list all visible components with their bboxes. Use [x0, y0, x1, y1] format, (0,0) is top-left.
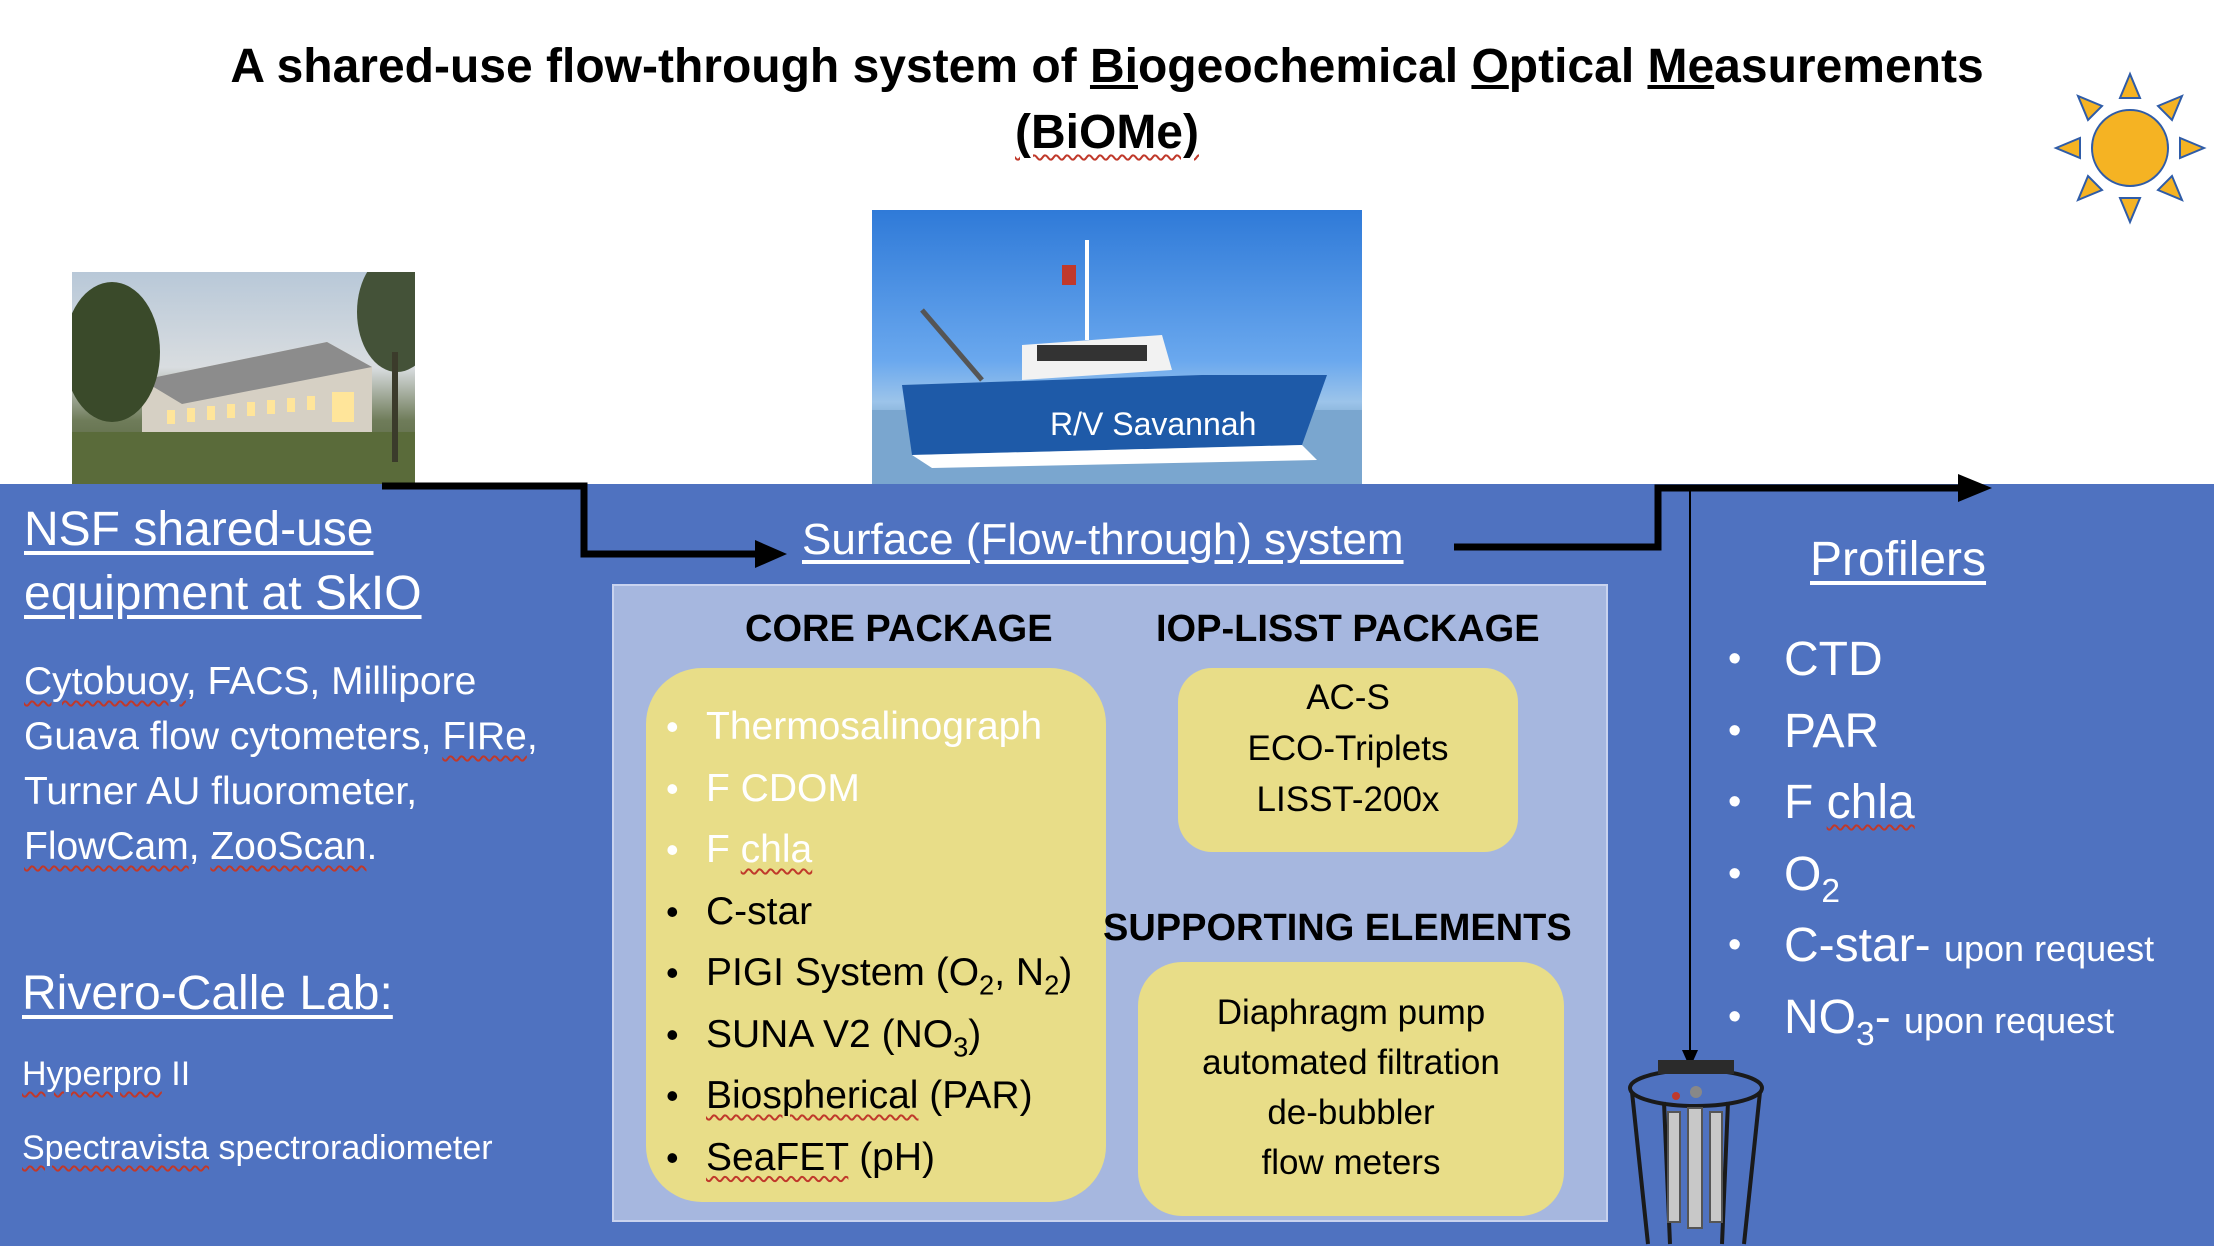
profiler-item-o2: O2	[1728, 839, 2154, 911]
profilers-heading: Profilers	[1810, 533, 1987, 586]
iop-item-lisst: LISST-200x	[1256, 780, 1440, 819]
profiler-item-ctd: CTD	[1728, 624, 2154, 696]
core-item-suna: SUNA V2 (NO3)	[652, 1004, 1072, 1066]
iop-package-box: AC-S ECO-Triplets LISST-200x	[1178, 668, 1518, 852]
page-title: A shared-use flow-through system of Biog…	[0, 34, 2214, 166]
nsf-equipment-text: Cytobuoy, FACS, Millipore Guava flow cyt…	[24, 660, 538, 868]
profiler-item-par: PAR	[1728, 696, 2154, 768]
iop-package-header: IOP-LISST PACKAGE	[1156, 608, 1540, 650]
system-title: Surface (Flow-through) system	[802, 515, 1404, 564]
profilers-list: CTD PAR F chla O2 C-star- upon request N…	[1728, 624, 2154, 1053]
iop-item-eco-triplets: ECO-Triplets	[1247, 729, 1449, 768]
profiler-item-cstar: C-star- upon request	[1728, 910, 2154, 982]
iop-item-acs: AC-S	[1306, 678, 1390, 717]
skio-building-photo	[72, 272, 415, 484]
core-item-thermosalinograph: Thermosalinograph	[652, 696, 1072, 758]
ship-label: R/V Savannah	[1050, 406, 1257, 442]
support-item-pump: Diaphragm pump	[1216, 993, 1486, 1032]
title-line-2: (BiOMe)	[1015, 106, 1199, 159]
support-item-flow-meters: flow meters	[1261, 1143, 1441, 1182]
core-package-box: Thermosalinograph F CDOM F chla C-star P…	[646, 668, 1106, 1202]
core-item-cstar: C-star	[652, 881, 1072, 943]
core-item-seafet: SeaFET (pH)	[652, 1127, 1072, 1189]
profiler-instrument-icon	[1628, 1060, 1764, 1245]
profiler-item-fchla: F chla	[1728, 767, 2154, 839]
core-list: Thermosalinograph F CDOM F chla C-star P…	[652, 696, 1072, 1188]
core-item-pigi: PIGI System (O2, N2)	[652, 942, 1072, 1004]
lab-item-hyperpro: Hyperpro II	[22, 1055, 191, 1093]
sun-icon	[2053, 71, 2207, 225]
core-item-fcdom: F CDOM	[652, 758, 1072, 820]
supporting-elements-header: SUPPORTING ELEMENTS	[1103, 907, 1572, 949]
title-line-1: A shared-use flow-through system of Biog…	[230, 40, 1984, 93]
ship-photo: R/V Savannah	[872, 210, 1362, 484]
core-package-header: CORE PACKAGE	[745, 608, 1053, 650]
core-item-fchla: F chla	[652, 819, 1072, 881]
lab-item-spectravista: Spectravista spectroradiometer	[22, 1129, 493, 1167]
support-item-debubbler: de-bubbler	[1267, 1093, 1435, 1132]
nsf-heading: NSF shared-use equipment at SkIO	[24, 503, 422, 620]
support-item-filtration: automated filtration	[1202, 1043, 1500, 1082]
core-item-biospherical: Biospherical (PAR)	[652, 1065, 1072, 1127]
lab-heading: Rivero-Calle Lab:	[22, 967, 393, 1020]
profiler-item-no3: NO3- upon request	[1728, 982, 2154, 1054]
supporting-elements-box: Diaphragm pump automated filtration de-b…	[1138, 962, 1564, 1216]
